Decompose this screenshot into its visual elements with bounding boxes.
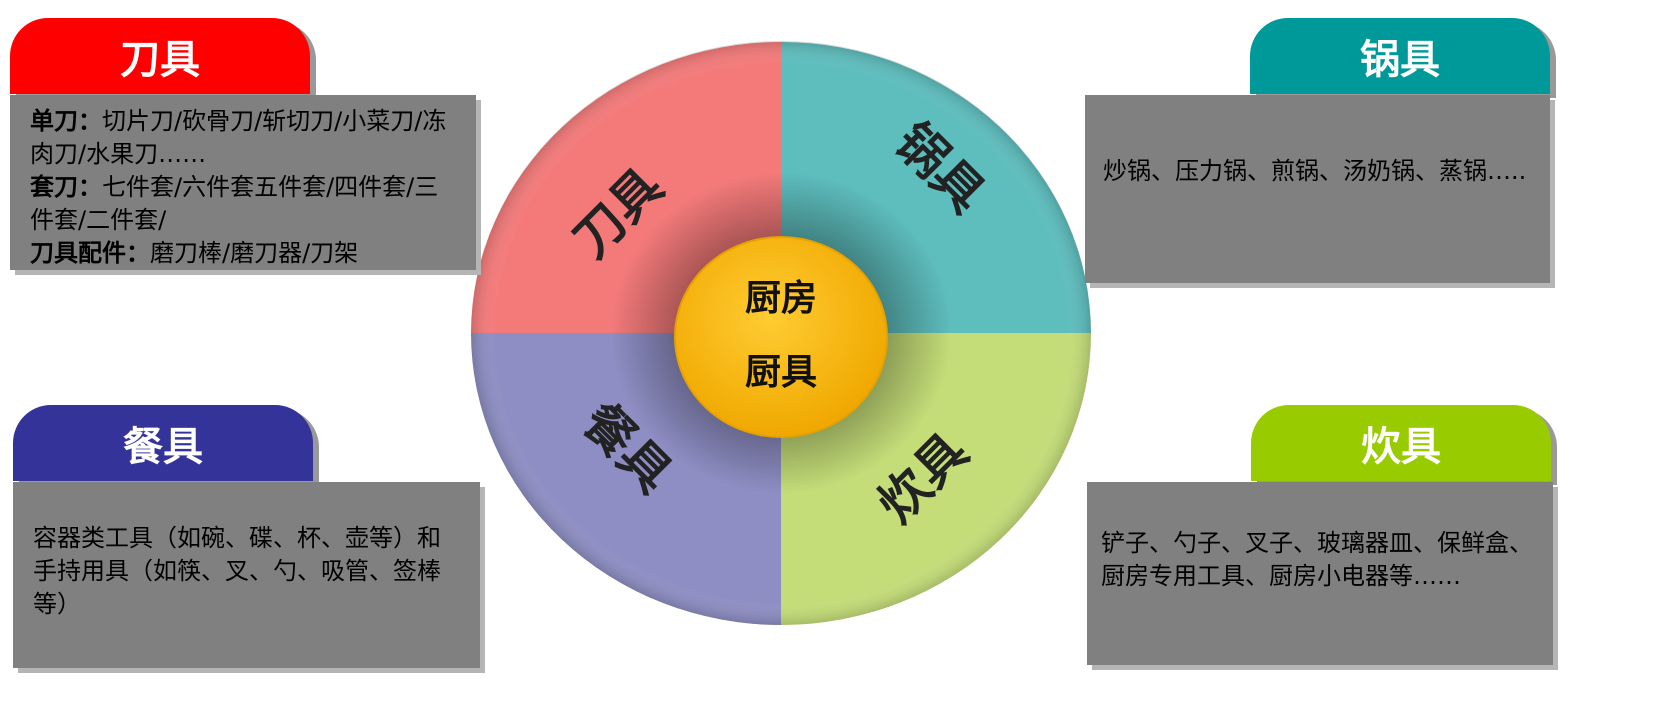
line-heading: 套刀： [30, 173, 102, 201]
knives-panel: 单刀：切片刀/砍骨刀/斩切刀/小菜刀/冻肉刀/水果刀…… 套刀：七件套/六件套五… [10, 95, 476, 270]
tableware-title-tab: 餐具 [13, 405, 313, 481]
center-label-1: 厨房 [745, 278, 817, 319]
line-text: 七件套/六件套五件套/四件套/三件套/二件套/ [30, 173, 439, 234]
line-heading: 单刀： [30, 107, 102, 135]
tableware-panel: 容器类工具（如碗、碟、杯、壶等）和手持用具（如筷、叉、勺、吸管、签棒等） [13, 482, 480, 668]
pots-title-tab: 锅具 [1250, 18, 1550, 94]
knives-line-accessories: 刀具配件：磨刀棒/磨刀器/刀架 [30, 237, 458, 270]
pots-panel: 炒锅、压力锅、煎锅、汤奶锅、蒸锅….. [1085, 95, 1550, 283]
line-text: 切片刀/砍骨刀/斩切刀/小菜刀/冻肉刀/水果刀…… [30, 107, 447, 168]
knives-line-set: 套刀：七件套/六件套五件套/四件套/三件套/二件套/ [30, 171, 458, 237]
pots-text: 炒锅、压力锅、煎锅、汤奶锅、蒸锅….. [1103, 157, 1527, 185]
center-circle [674, 236, 888, 438]
line-text: 磨刀棒/磨刀器/刀架 [150, 239, 359, 267]
cookware-title-tab: 炊具 [1251, 405, 1551, 481]
knives-line-single: 单刀：切片刀/砍骨刀/斩切刀/小菜刀/冻肉刀/水果刀…… [30, 105, 458, 171]
cookware-panel: 铲子、勺子、叉子、玻璃器皿、保鲜盒、厨房专用工具、厨房小电器等…… [1087, 482, 1553, 665]
knives-title-tab: 刀具 [10, 18, 310, 94]
tableware-text: 容器类工具（如碗、碟、杯、壶等）和手持用具（如筷、叉、勺、吸管、签棒等） [33, 524, 441, 618]
cookware-text: 铲子、勺子、叉子、玻璃器皿、保鲜盒、厨房专用工具、厨房小电器等…… [1101, 529, 1533, 590]
center-label-2: 厨具 [745, 352, 817, 393]
line-heading: 刀具配件： [30, 239, 150, 267]
